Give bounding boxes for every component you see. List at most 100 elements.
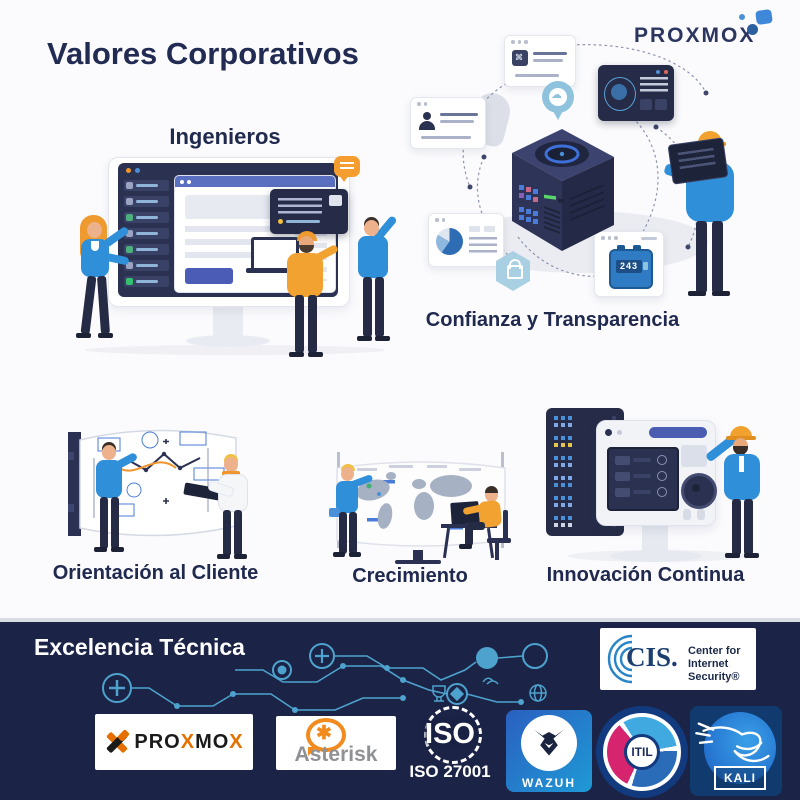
cis-abbr: CIS. — [626, 642, 678, 672]
panel-stand — [642, 522, 668, 554]
proxmox-icon — [738, 8, 778, 42]
diamond-node — [446, 683, 468, 705]
user-icon — [419, 112, 435, 130]
plus-circle-icon — [309, 643, 335, 669]
illustration-confianza: ⌘ — [408, 35, 793, 310]
list-icon — [126, 230, 133, 237]
illustration-crecimiento — [325, 450, 515, 565]
tablet — [667, 137, 729, 185]
bird-icon — [482, 677, 499, 685]
cloud-icon: ☁ — [551, 89, 562, 101]
backup-device-icon: 243 — [609, 245, 653, 289]
mini-card-code: ⌘ — [504, 35, 576, 87]
section-label-confianza: Confianza y Transparencia — [425, 309, 680, 331]
panel-header-pill — [649, 427, 707, 438]
plus-circle-icon — [102, 673, 132, 703]
floor-shadow — [85, 345, 385, 355]
section-label-orientacion: Orientación al Cliente — [52, 562, 259, 584]
code-icon: ⌘ — [512, 50, 528, 66]
trophy-icon — [432, 685, 446, 702]
check-icon — [126, 246, 133, 253]
pie-chart-icon — [436, 228, 463, 255]
logo-iso: ISO ISO 27001 — [398, 706, 502, 790]
toolbox — [329, 508, 340, 517]
monitor-base — [186, 335, 270, 347]
beard — [733, 446, 748, 455]
itil-label: ITIL — [631, 745, 653, 759]
logo-itil: ITIL — [596, 706, 688, 798]
hair — [485, 486, 498, 493]
circuit-graphic — [102, 643, 548, 713]
rack-leds — [554, 476, 594, 488]
device-display: 243 — [616, 260, 642, 273]
chat-bubble-icon — [334, 156, 360, 182]
chair — [503, 510, 508, 540]
torso — [96, 460, 122, 498]
proxmox-x-icon — [104, 729, 131, 754]
torso — [287, 253, 323, 297]
filled-node — [476, 647, 498, 669]
iso-seal-text: ISO — [425, 718, 475, 750]
panel-screen — [607, 447, 679, 511]
sidebar-item — [124, 228, 169, 239]
screen-stand — [413, 550, 423, 562]
brain-icon — [604, 77, 636, 111]
server-cube — [512, 129, 614, 251]
torso — [358, 236, 388, 278]
section-label-innovacion: Innovación Continua — [546, 564, 745, 586]
mini-window-ai — [598, 65, 674, 121]
control-panel — [596, 420, 717, 526]
person-presenter — [86, 442, 146, 562]
location-pin-icon: ☁ — [542, 81, 574, 123]
iso-label: ISO 27001 — [409, 762, 491, 781]
open-node — [522, 643, 548, 669]
logo-wazuh: WAZUH — [506, 710, 592, 792]
sidebar-item — [124, 260, 169, 271]
wazuh-wolf-icon — [534, 729, 564, 756]
cis-arcs-icon — [607, 634, 633, 684]
list-icon — [126, 262, 133, 269]
list-icon — [126, 198, 133, 205]
logo-asterisk: ✱ Asterisk — [276, 716, 396, 770]
check-icon — [126, 214, 133, 221]
person-blue — [346, 214, 402, 353]
person-engineer — [704, 426, 774, 564]
rack-leds — [554, 416, 594, 428]
sidebar-item — [124, 212, 169, 223]
person-woman — [72, 215, 142, 355]
person-analyst-sitting — [459, 486, 521, 558]
traffic-dot-blue — [135, 168, 140, 173]
rack-leds — [554, 456, 594, 468]
globe-icon — [529, 684, 547, 702]
hard-hat — [730, 426, 752, 438]
rack-leds — [554, 436, 594, 448]
panel-base — [610, 550, 702, 562]
section-label-excelencia: Excelencia Técnica — [34, 634, 245, 660]
page-title: Valores Corporativos — [47, 36, 359, 71]
bottom-band: Excelencia Técnica — [0, 622, 800, 800]
mini-card-profile — [410, 97, 486, 149]
kali-dragon-icon — [695, 722, 770, 763]
asterisk-bubble-icon: ✱ — [306, 718, 346, 756]
person-engineer-orange — [275, 231, 341, 361]
traffic-dot-orange — [126, 168, 131, 173]
window-titlebar — [175, 176, 335, 187]
band-divider — [0, 618, 800, 622]
check-icon — [126, 278, 133, 285]
cis-line2: Internet Security® — [688, 658, 740, 683]
wazuh-label: WAZUH — [522, 776, 576, 790]
brand-logo-text: PROXMOX — [634, 24, 756, 47]
ring-node — [272, 660, 292, 680]
mini-card-chart — [428, 213, 504, 267]
notification-card — [270, 189, 348, 234]
rack-leds — [554, 496, 594, 508]
cis-line1: Center for — [688, 645, 741, 657]
brand-logo: PROXMOX — [634, 24, 755, 48]
logo-cis: CIS. Center for Internet Security® — [600, 628, 756, 690]
control-dial — [681, 473, 717, 509]
list-icon — [126, 182, 133, 189]
kali-label: KALI — [724, 771, 756, 785]
iso-seal-icon — [424, 706, 482, 764]
section-label-ingenieros: Ingenieros — [169, 124, 281, 149]
